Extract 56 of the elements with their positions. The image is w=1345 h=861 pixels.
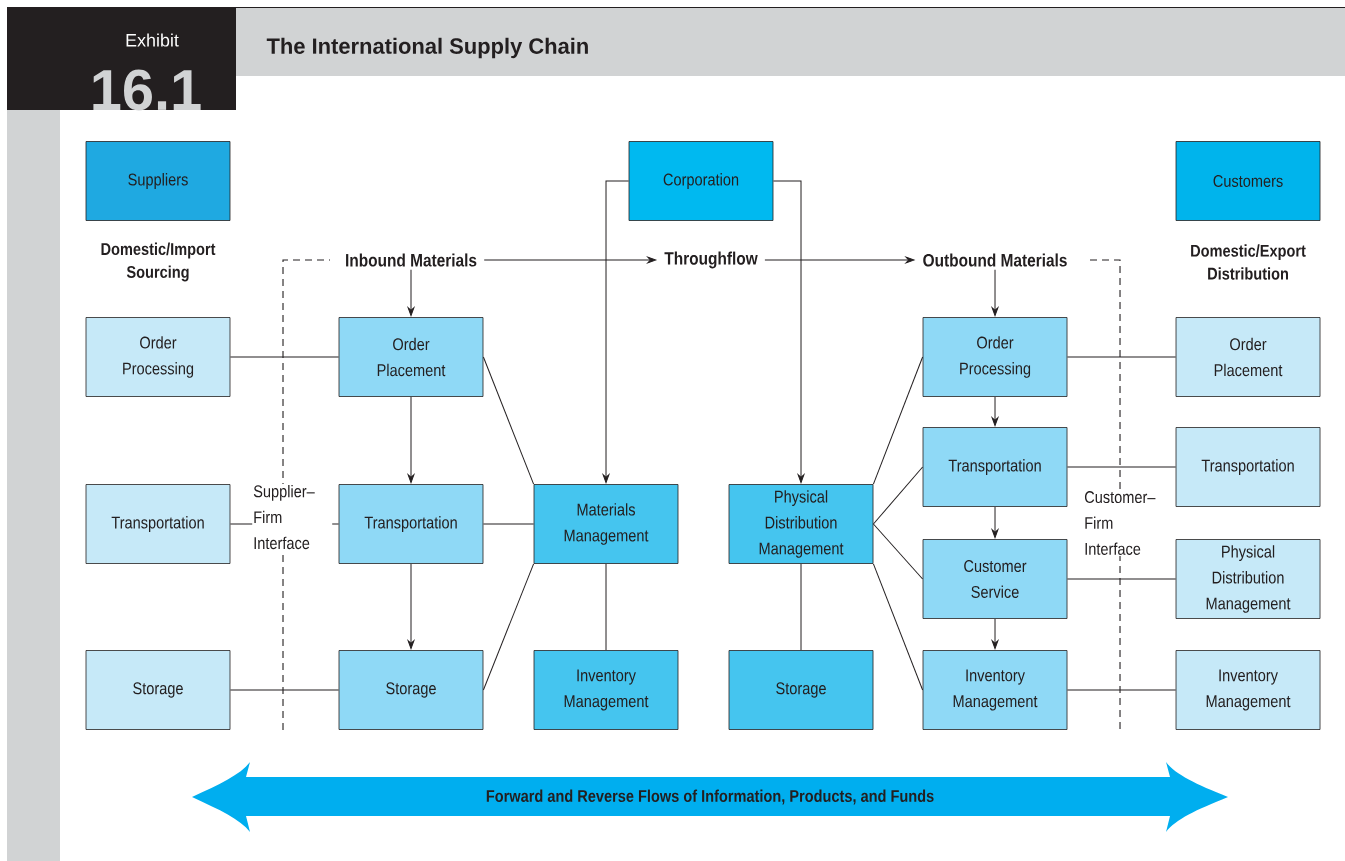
process-box: Inventory Management	[533, 650, 679, 730]
connector-line	[872, 563, 924, 691]
connector-line	[872, 466, 924, 525]
process-box: Corporation	[628, 141, 774, 221]
connector-line	[800, 563, 802, 651]
title-bar: The International Supply Chain	[236, 8, 1345, 76]
column-heading: Domestic/Import Sourcing	[101, 242, 216, 282]
connector-line	[482, 356, 535, 485]
process-box: Physical Distribution Management	[728, 484, 874, 564]
process-box: Physical Distribution Management	[1175, 539, 1321, 619]
process-box: Transportation	[922, 427, 1068, 507]
process-box: Materials Management	[533, 484, 679, 564]
arrow	[991, 269, 999, 317]
process-box: Order Placement	[1175, 317, 1321, 397]
arrow	[407, 563, 415, 650]
process-box: Customer Service	[922, 539, 1068, 619]
process-box: Storage	[85, 650, 231, 730]
column-heading: Domestic/Export Distribution	[1191, 244, 1306, 280]
connector-line	[1066, 466, 1177, 468]
exhibit-badge: Exhibit 16.1	[7, 8, 236, 111]
process-box: Order Placement	[338, 317, 484, 397]
arrow	[772, 180, 805, 484]
flow-heading: Inbound Materials	[346, 253, 477, 267]
process-box: Suppliers	[85, 141, 231, 221]
connector-line	[482, 523, 535, 525]
process-box: Storage	[338, 650, 484, 730]
arrow	[407, 396, 415, 484]
process-box: Storage	[728, 650, 874, 730]
connector-line	[605, 563, 607, 651]
arrow	[602, 180, 630, 484]
arrow	[991, 396, 999, 427]
interface-label: Supplier– Firm Interface	[252, 483, 333, 551]
flow-heading: Throughflow	[664, 251, 758, 269]
process-box: Inventory Management	[1175, 650, 1321, 730]
connector-line	[1066, 578, 1177, 580]
process-box: Transportation	[1175, 427, 1321, 507]
flow-heading: Outbound Materials	[923, 253, 1067, 267]
arrow	[991, 618, 999, 650]
process-box: Transportation	[85, 484, 231, 564]
connector-line	[229, 689, 340, 691]
arrow	[991, 506, 999, 539]
connector-line	[1066, 356, 1177, 358]
process-box: Customers	[1175, 141, 1321, 221]
process-box: Inventory Management	[922, 650, 1068, 730]
arrow	[764, 256, 915, 264]
connector-line	[872, 523, 924, 580]
arrow	[483, 256, 657, 264]
process-box: Order Processing	[85, 317, 231, 397]
arrow	[407, 269, 415, 317]
process-box: Order Processing	[922, 317, 1068, 397]
connector-line	[229, 356, 340, 358]
connector-line	[482, 563, 535, 691]
connector-line	[872, 356, 924, 485]
process-box: Transportation	[338, 484, 484, 564]
interface-label: Customer– Firm Interface	[1083, 490, 1174, 556]
connector-line	[1066, 689, 1177, 691]
